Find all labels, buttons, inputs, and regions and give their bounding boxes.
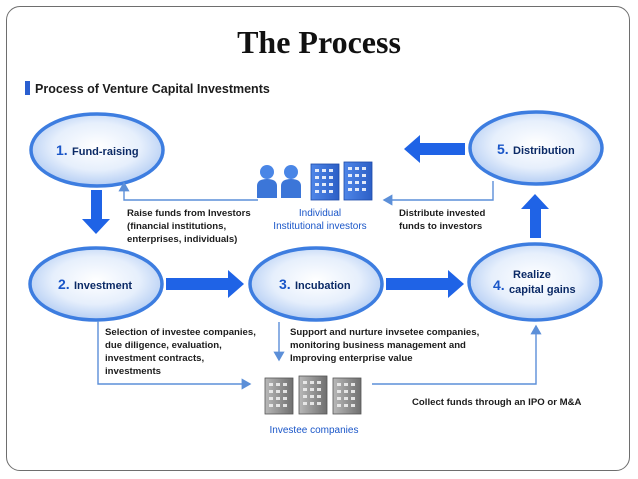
slide-title: The Process [237, 24, 401, 60]
arrow-incubation-to-realize [386, 270, 464, 298]
line-distribution-to-investors [382, 181, 494, 206]
note-distribute-line1: Distribute invested [399, 208, 486, 219]
note-selection-line1: Selection of investee companies, [105, 327, 256, 338]
diagram-heading: Process of Venture Capital Investments [35, 82, 270, 96]
stage-4-label-line2: capital gains [509, 284, 576, 296]
note-distribute-funds: Distribute invested funds to investors [399, 208, 486, 232]
stage-2-label: Investment [74, 280, 132, 292]
stage-1-label: Fund-raising [72, 146, 139, 158]
note-raise-line3: enterprises, individuals) [127, 234, 237, 245]
note-collect-funds: Collect funds through an IPO or M&A [412, 397, 582, 408]
stage-5-label: Distribution [513, 145, 575, 157]
stage-5-number: 5. [497, 141, 509, 157]
stage-3-number: 3. [279, 276, 291, 292]
note-raise-line1: Raise funds from Investors [127, 208, 251, 219]
line-investors-to-fundraising [118, 181, 258, 201]
stage-4-number: 4. [493, 277, 505, 293]
heading-marker [25, 81, 30, 95]
note-selection-line2: due diligence, evaluation, [105, 340, 222, 351]
note-support-line3: Improving enterprise value [290, 353, 413, 364]
arrow-investment-to-incubation [166, 270, 244, 298]
investees-label: Investee companies [270, 425, 359, 436]
arrow-distribution-to-fundraising [404, 135, 465, 163]
note-support-line2: monitoring business management and [290, 340, 466, 351]
line-investees-to-realize [372, 324, 542, 385]
investors-label-line2: Institutional investors [273, 221, 366, 232]
arrow-fundraising-to-investment [82, 190, 110, 234]
investors-label-line1: Individual [299, 208, 341, 219]
stage-3-label: Incubation [295, 280, 351, 292]
stage-investment: 2. Investment [28, 246, 164, 322]
line-investment-to-investees [97, 321, 252, 390]
note-selection: Selection of investee companies, due dil… [105, 327, 256, 377]
note-raise-line2: (financial institutions, [127, 221, 226, 232]
stage-distribution: 5. Distribution [468, 110, 604, 186]
institutional-investors-icon [310, 161, 373, 201]
note-selection-line4: investments [105, 366, 161, 377]
individual-investors-icon [257, 165, 301, 198]
investee-companies-icon [264, 375, 362, 415]
note-selection-line3: investment contracts, [105, 353, 204, 364]
note-raise-funds: Raise funds from Investors (financial in… [127, 208, 251, 245]
stage-2-number: 2. [58, 276, 70, 292]
stage-4-label-line1: Realize [513, 269, 551, 281]
stage-realize-capital-gains: 4. Realize capital gains [467, 242, 603, 322]
arrow-realize-to-distribution [521, 194, 549, 238]
note-support: Support and nurture invsetee companies, … [290, 327, 480, 364]
stage-1-number: 1. [56, 142, 68, 158]
stage-fund-raising: 1. Fund-raising [29, 112, 165, 188]
note-support-line1: Support and nurture invsetee companies, [290, 327, 480, 338]
stage-incubation: 3. Incubation [248, 246, 384, 322]
note-distribute-line2: funds to investors [399, 221, 482, 232]
